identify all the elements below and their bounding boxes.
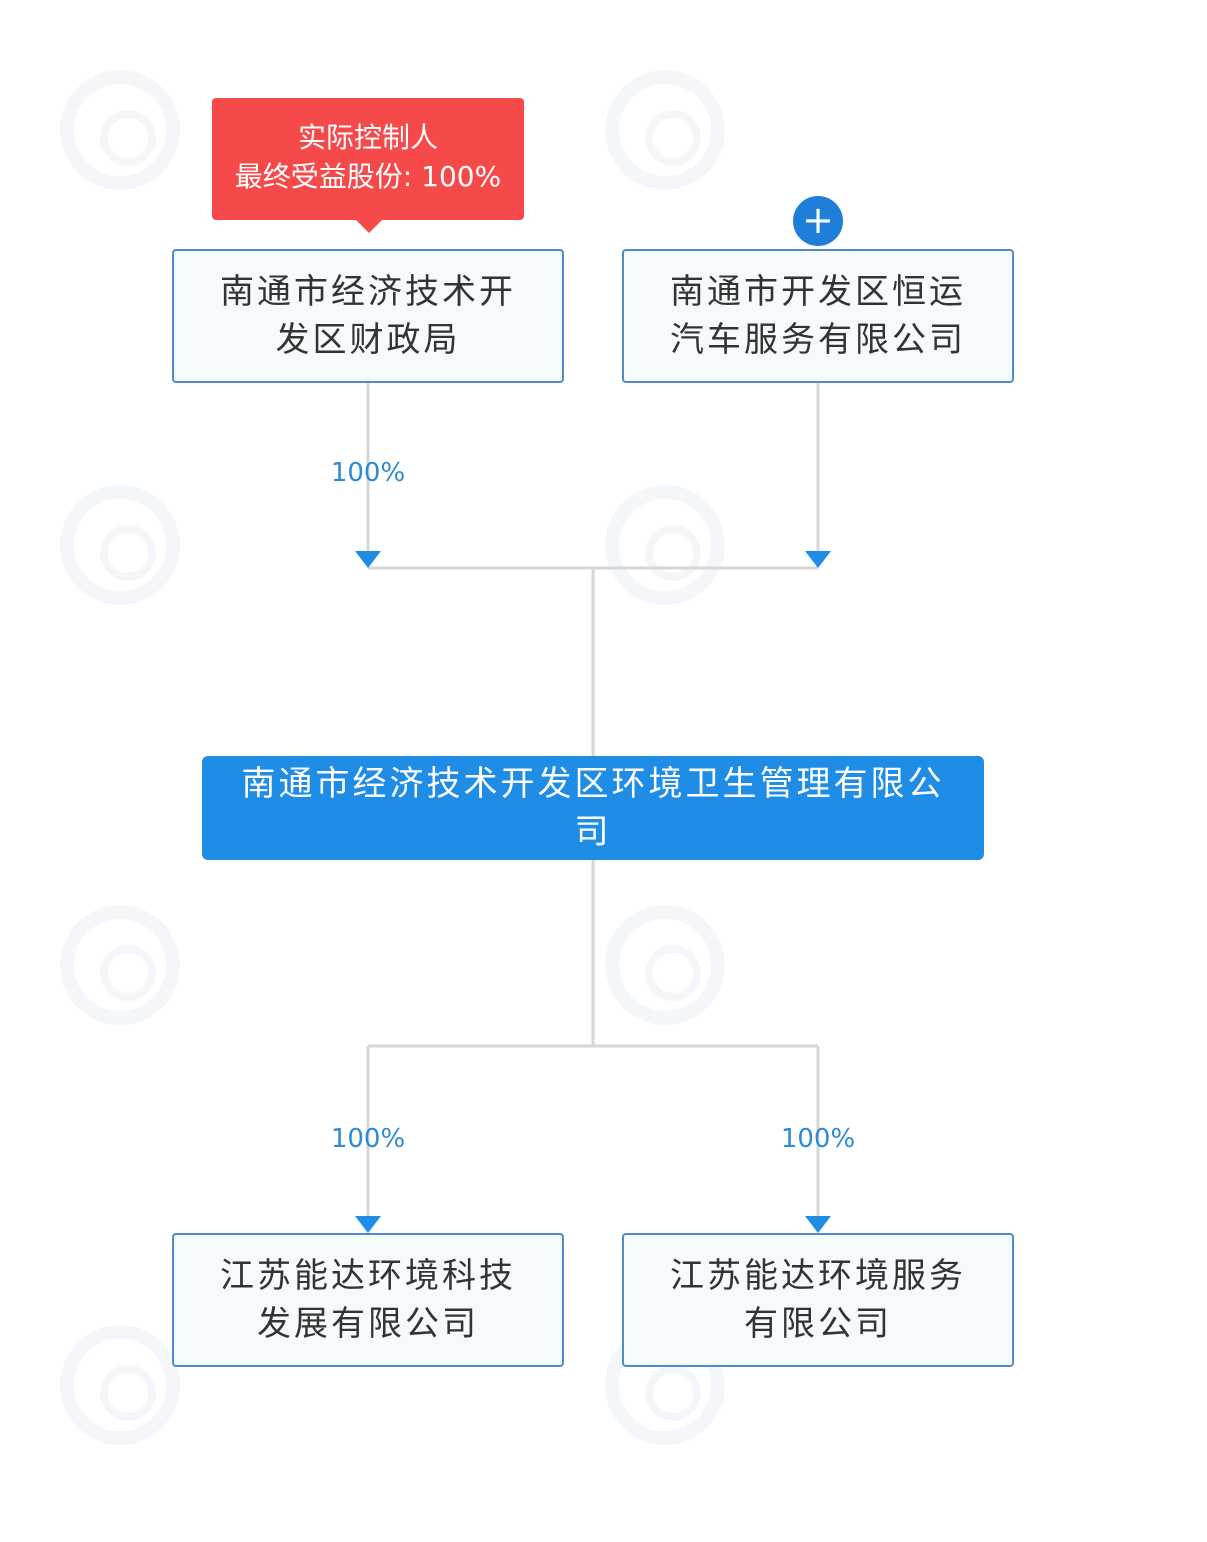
expand-plus-button[interactable]: + <box>793 196 843 246</box>
shareholder-node-2[interactable]: 南通市开发区恒运汽车服务有限公司 <box>622 249 1014 383</box>
arrow-down-icon <box>355 551 381 568</box>
share-percent-label: 100% <box>330 458 406 488</box>
share-percent-label: 100% <box>780 1124 856 1154</box>
main-company-name: 南通市经济技术开发区环境卫生管理有限公司 <box>241 764 945 852</box>
plus-icon: + <box>802 198 834 242</box>
share-percent-label: 100% <box>330 1124 406 1154</box>
shareholder-name: 南通市经济技术开发区财政局 <box>220 272 516 360</box>
subsidiary-name: 江苏能达环境服务有限公司 <box>670 1256 966 1344</box>
controller-tag-title: 实际控制人 <box>297 121 438 154</box>
subsidiary-node-2[interactable]: 江苏能达环境服务有限公司 <box>622 1233 1014 1367</box>
arrow-down-icon <box>805 1216 831 1233</box>
shareholder-name: 南通市开发区恒运汽车服务有限公司 <box>670 272 966 360</box>
subsidiary-name: 江苏能达环境科技发展有限公司 <box>220 1256 516 1344</box>
controller-tag: 实际控制人 最终受益股份: 100% <box>212 98 524 233</box>
subsidiary-node-1[interactable]: 江苏能达环境科技发展有限公司 <box>172 1233 564 1367</box>
main-company-node[interactable]: 南通市经济技术开发区环境卫生管理有限公司 <box>202 756 984 860</box>
arrow-down-icon <box>805 551 831 568</box>
shareholder-node-1[interactable]: 南通市经济技术开发区财政局 <box>172 249 564 383</box>
arrow-down-icon <box>355 1216 381 1233</box>
controller-tag-share: 最终受益股份: 100% <box>234 160 502 193</box>
